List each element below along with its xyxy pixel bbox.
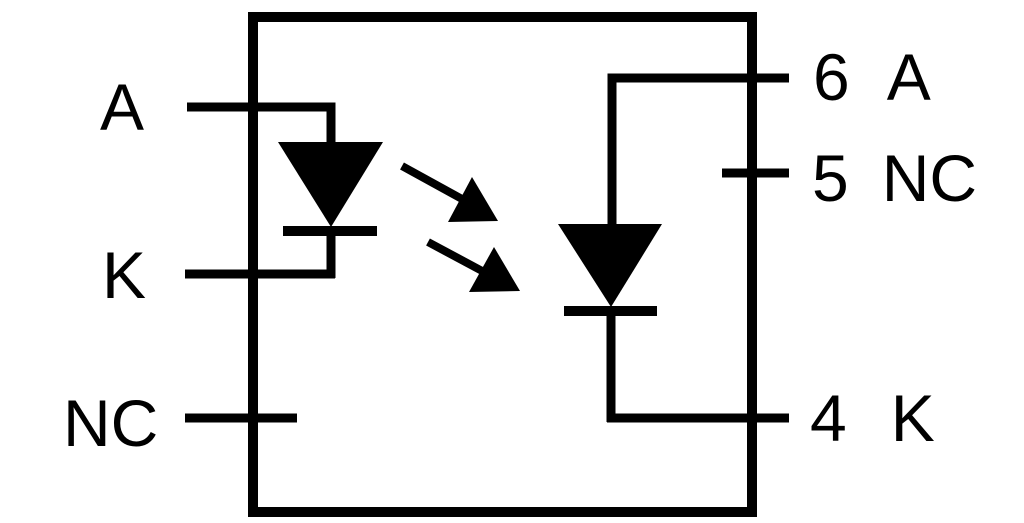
pin-number: 4 xyxy=(810,381,847,455)
pin-number: 5 xyxy=(812,141,849,215)
pin-name: A xyxy=(100,70,145,144)
pin-label-6: 6 A xyxy=(813,44,931,110)
light-arrow-2-shaft xyxy=(426,238,486,276)
pin-name: NC xyxy=(63,386,159,460)
light-arrow-icon-1 xyxy=(400,162,498,222)
light-arrow-icon-2 xyxy=(426,238,520,292)
light-arrow-1-head xyxy=(448,177,498,222)
light-arrow-1-shaft xyxy=(400,162,464,203)
pin-name: A xyxy=(886,40,931,114)
pin-label-left-anode: A xyxy=(100,74,144,140)
light-arrow-2-head xyxy=(469,247,520,292)
pin-6-wire xyxy=(607,73,789,228)
pin-label-4: 4 K xyxy=(810,385,935,451)
pin-a-wire xyxy=(187,102,336,146)
pin-name: NC xyxy=(881,141,978,215)
led-triangle-icon xyxy=(278,142,383,227)
pin-label-left-nc: NC xyxy=(63,390,158,456)
ic-body-outline xyxy=(248,12,757,517)
pin-label-left-cathode: K xyxy=(102,242,146,308)
pin-label-5: 5 NC xyxy=(812,145,977,211)
pin-number: 6 xyxy=(813,40,850,114)
pin-name: K xyxy=(890,381,935,455)
pin-name: K xyxy=(102,238,147,312)
photodiode-triangle-icon xyxy=(558,224,662,307)
